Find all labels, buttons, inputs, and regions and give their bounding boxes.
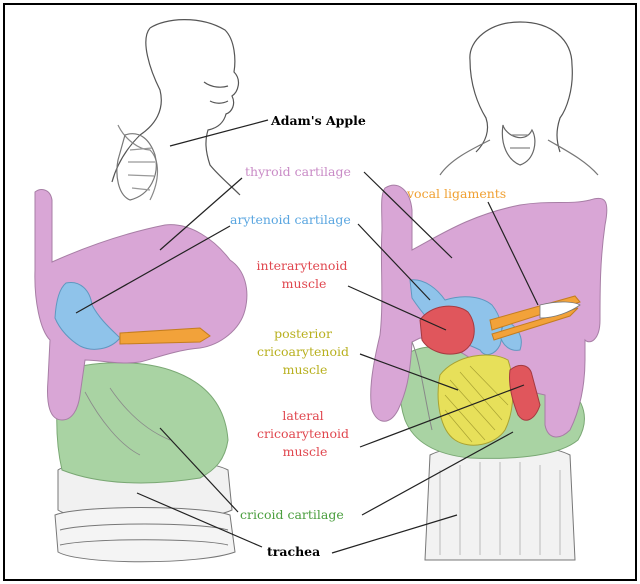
label-arytenoid-cartilage: arytenoid cartilage <box>230 212 351 227</box>
right-interarytenoid <box>420 306 474 354</box>
right-larynx <box>371 185 607 560</box>
label-posterior-cricoarytenoid: posterior cricoarytenoid muscle <box>257 326 353 377</box>
label-posterior-l3: muscle <box>283 362 328 377</box>
label-adams-apple: Adam's Apple <box>270 113 366 128</box>
label-thyroid-cartilage: thyroid cartilage <box>245 164 351 179</box>
label-lateral-cricoarytenoid: lateral cricoarytenoid muscle <box>257 408 353 459</box>
label-interarytenoid: interarytenoid muscle <box>257 258 352 291</box>
left-head-sketch <box>112 20 240 200</box>
right-head-sketch <box>440 22 598 175</box>
label-trachea: trachea <box>267 544 320 559</box>
right-trachea <box>425 444 575 560</box>
label-interarytenoid-l1: interarytenoid <box>257 258 348 273</box>
left-larynx <box>35 190 247 562</box>
label-lateral-l3: muscle <box>283 444 328 459</box>
label-posterior-l2: cricoarytenoid <box>257 344 349 359</box>
label-lateral-l2: cricoarytenoid <box>257 426 349 441</box>
line-adams-apple <box>170 120 268 146</box>
label-lateral-l1: lateral <box>282 408 323 423</box>
label-vocal-ligaments: vocal ligaments <box>406 186 506 201</box>
label-posterior-l1: posterior <box>274 326 332 341</box>
label-cricoid-cartilage: cricoid cartilage <box>240 507 344 522</box>
label-interarytenoid-l2: muscle <box>282 276 327 291</box>
